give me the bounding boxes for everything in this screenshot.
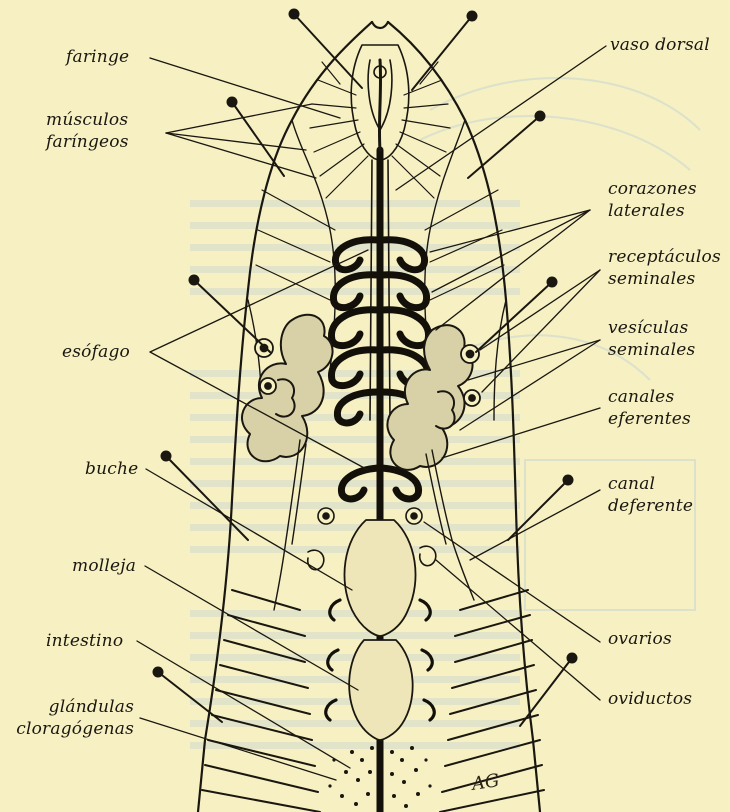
label-vaso-dorsal: vaso dorsal — [610, 34, 710, 56]
label-musculos-faringeos: músculos faríngeos — [46, 109, 129, 153]
artist-signature: AG — [471, 770, 501, 795]
label-canales-eferentes: canales eferentes — [608, 386, 691, 430]
label-canal-deferente: canal deferente — [608, 473, 693, 517]
label-oviductos: oviductos — [608, 688, 692, 710]
label-glandulas-cloragogenas: glándulas cloragógenas — [6, 696, 134, 740]
label-faringe: faringe — [66, 46, 129, 68]
label-vesiculas-seminales: vesículas seminales — [608, 317, 695, 361]
label-ovarios: ovarios — [608, 628, 672, 650]
label-corazones-laterales: corazones laterales — [608, 178, 697, 222]
crop-gizzard — [344, 520, 415, 740]
label-molleja: molleja — [72, 555, 136, 577]
label-intestino: intestino — [46, 630, 123, 652]
label-buche: buche — [85, 458, 138, 480]
label-esofago: esófago — [62, 341, 130, 363]
label-receptaculos-seminales: receptáculos seminales — [608, 246, 721, 290]
